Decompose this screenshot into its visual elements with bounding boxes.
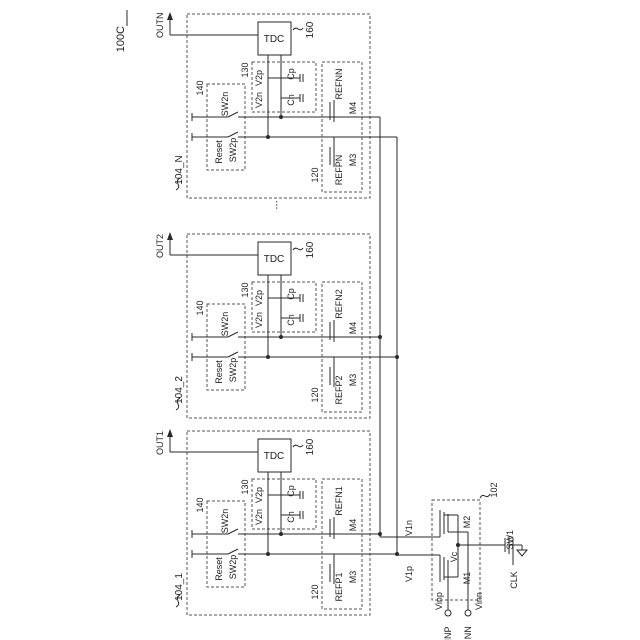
tdc-squiggle [293,445,303,447]
out-label: OUTN [155,13,165,39]
column-104-2: 104_2 OUT2 TDC 160 130 V2p V2n Cp Cn 140… [155,232,397,418]
junction [279,532,283,536]
inn-terminal [465,610,471,616]
tdc-label: TDC [264,254,285,265]
comp-ref: 120 [310,387,320,402]
sw2p-blade [228,549,238,554]
out-arrow-icon [167,12,173,20]
sw2p-label: SW2p [228,555,238,580]
reset-label: Reset [214,360,224,384]
cn-label: Cn [286,94,296,106]
tdc-label: TDC [264,451,285,462]
junction [395,355,399,359]
cn-label: Cn [286,314,296,326]
switch-ref: 140 [195,497,205,512]
junction [378,532,382,536]
sw2n-label: SW2n [220,92,230,117]
refn-label: REFN1 [334,486,344,516]
inn-label: INN [463,626,473,640]
sw2n-label: SW2n [220,312,230,337]
tdc-ref: 160 [305,438,316,455]
junction [456,543,460,547]
front-end-ref: 102 [489,482,499,497]
m3-label: M3 [348,154,358,167]
v2n-label: V2n [254,92,264,108]
m4-label: M4 [348,519,358,532]
sw2p-label: SW2p [228,358,238,383]
switch-ref: 140 [195,300,205,315]
m3-label: M3 [348,374,358,387]
tdc-squiggle [293,28,303,30]
reset-label: Reset [214,557,224,581]
tdc-squiggle [293,248,303,250]
sw2p-blade [228,132,238,137]
column-104-n: 104_N OUTN TDC 160 130 V2p V2n Cp Cn 140… [155,12,397,198]
m1-label: M1 [462,572,472,585]
m3-label: M3 [348,571,358,584]
m4-label: M4 [348,322,358,335]
sw2p-blade [228,352,238,357]
comp-ref: 120 [310,584,320,599]
junction [266,355,270,359]
column-104-1: 104_1 OUT1 TDC 160 130 V2p V2n Cp Cn 140… [155,429,397,615]
v1p-label: V1p [404,566,414,582]
tail-switch: SW1 CLK [505,530,527,589]
vinp-label: Vinp [434,592,444,610]
v2p-label: V2p [254,487,264,503]
inp-label: INP [443,626,453,640]
column-id: 104_N [174,155,185,184]
out-arrow-icon [167,429,173,437]
junction [266,552,270,556]
cn-label: Cn [286,511,296,523]
tdc-label: TDC [264,34,285,45]
ground-icon [517,550,527,556]
junction [266,135,270,139]
junction [378,335,382,339]
junction [279,115,283,119]
refn-label: REFNN [334,69,344,100]
v1n-label: V1n [404,520,414,536]
m2-label: M2 [462,516,472,529]
figure-label: 100C [115,26,127,52]
junction [279,335,283,339]
out-label: OUT1 [155,431,165,455]
refp-label: REFP2 [334,375,344,404]
out-label: OUT2 [155,234,165,258]
refp-label: REFPN [334,155,344,186]
cap-ref: 130 [240,62,250,77]
v2p-label: V2p [254,290,264,306]
refn-label: REFN2 [334,289,344,319]
tdc-ref: 160 [305,21,316,38]
cap-ref: 130 [240,282,250,297]
sw2n-label: SW2n [220,509,230,534]
v2n-label: V2n [254,312,264,328]
sw2p-label: SW2p [228,138,238,163]
v2n-label: V2n [254,509,264,525]
column-id: 104_1 [174,573,185,601]
tdc-ref: 160 [305,241,316,258]
ellipsis: ... [273,200,285,209]
vc-label: Vc [449,551,459,562]
front-end-block: 102 M2 M1 Vc Vinp Vinn INP INN [432,482,505,640]
comp-ref: 120 [310,167,320,182]
refp-label: REFP1 [334,572,344,601]
column-id: 104_2 [174,376,185,404]
sw1-label: SW1 [505,530,515,550]
clk-label: CLK [509,571,519,589]
m4-label: M4 [348,102,358,115]
reset-label: Reset [214,140,224,164]
out-arrow-icon [167,232,173,240]
cap-ref: 130 [240,479,250,494]
inp-terminal [445,610,451,616]
v2p-label: V2p [254,70,264,86]
switch-ref: 140 [195,80,205,95]
vinn-label: Vinn [474,592,484,610]
